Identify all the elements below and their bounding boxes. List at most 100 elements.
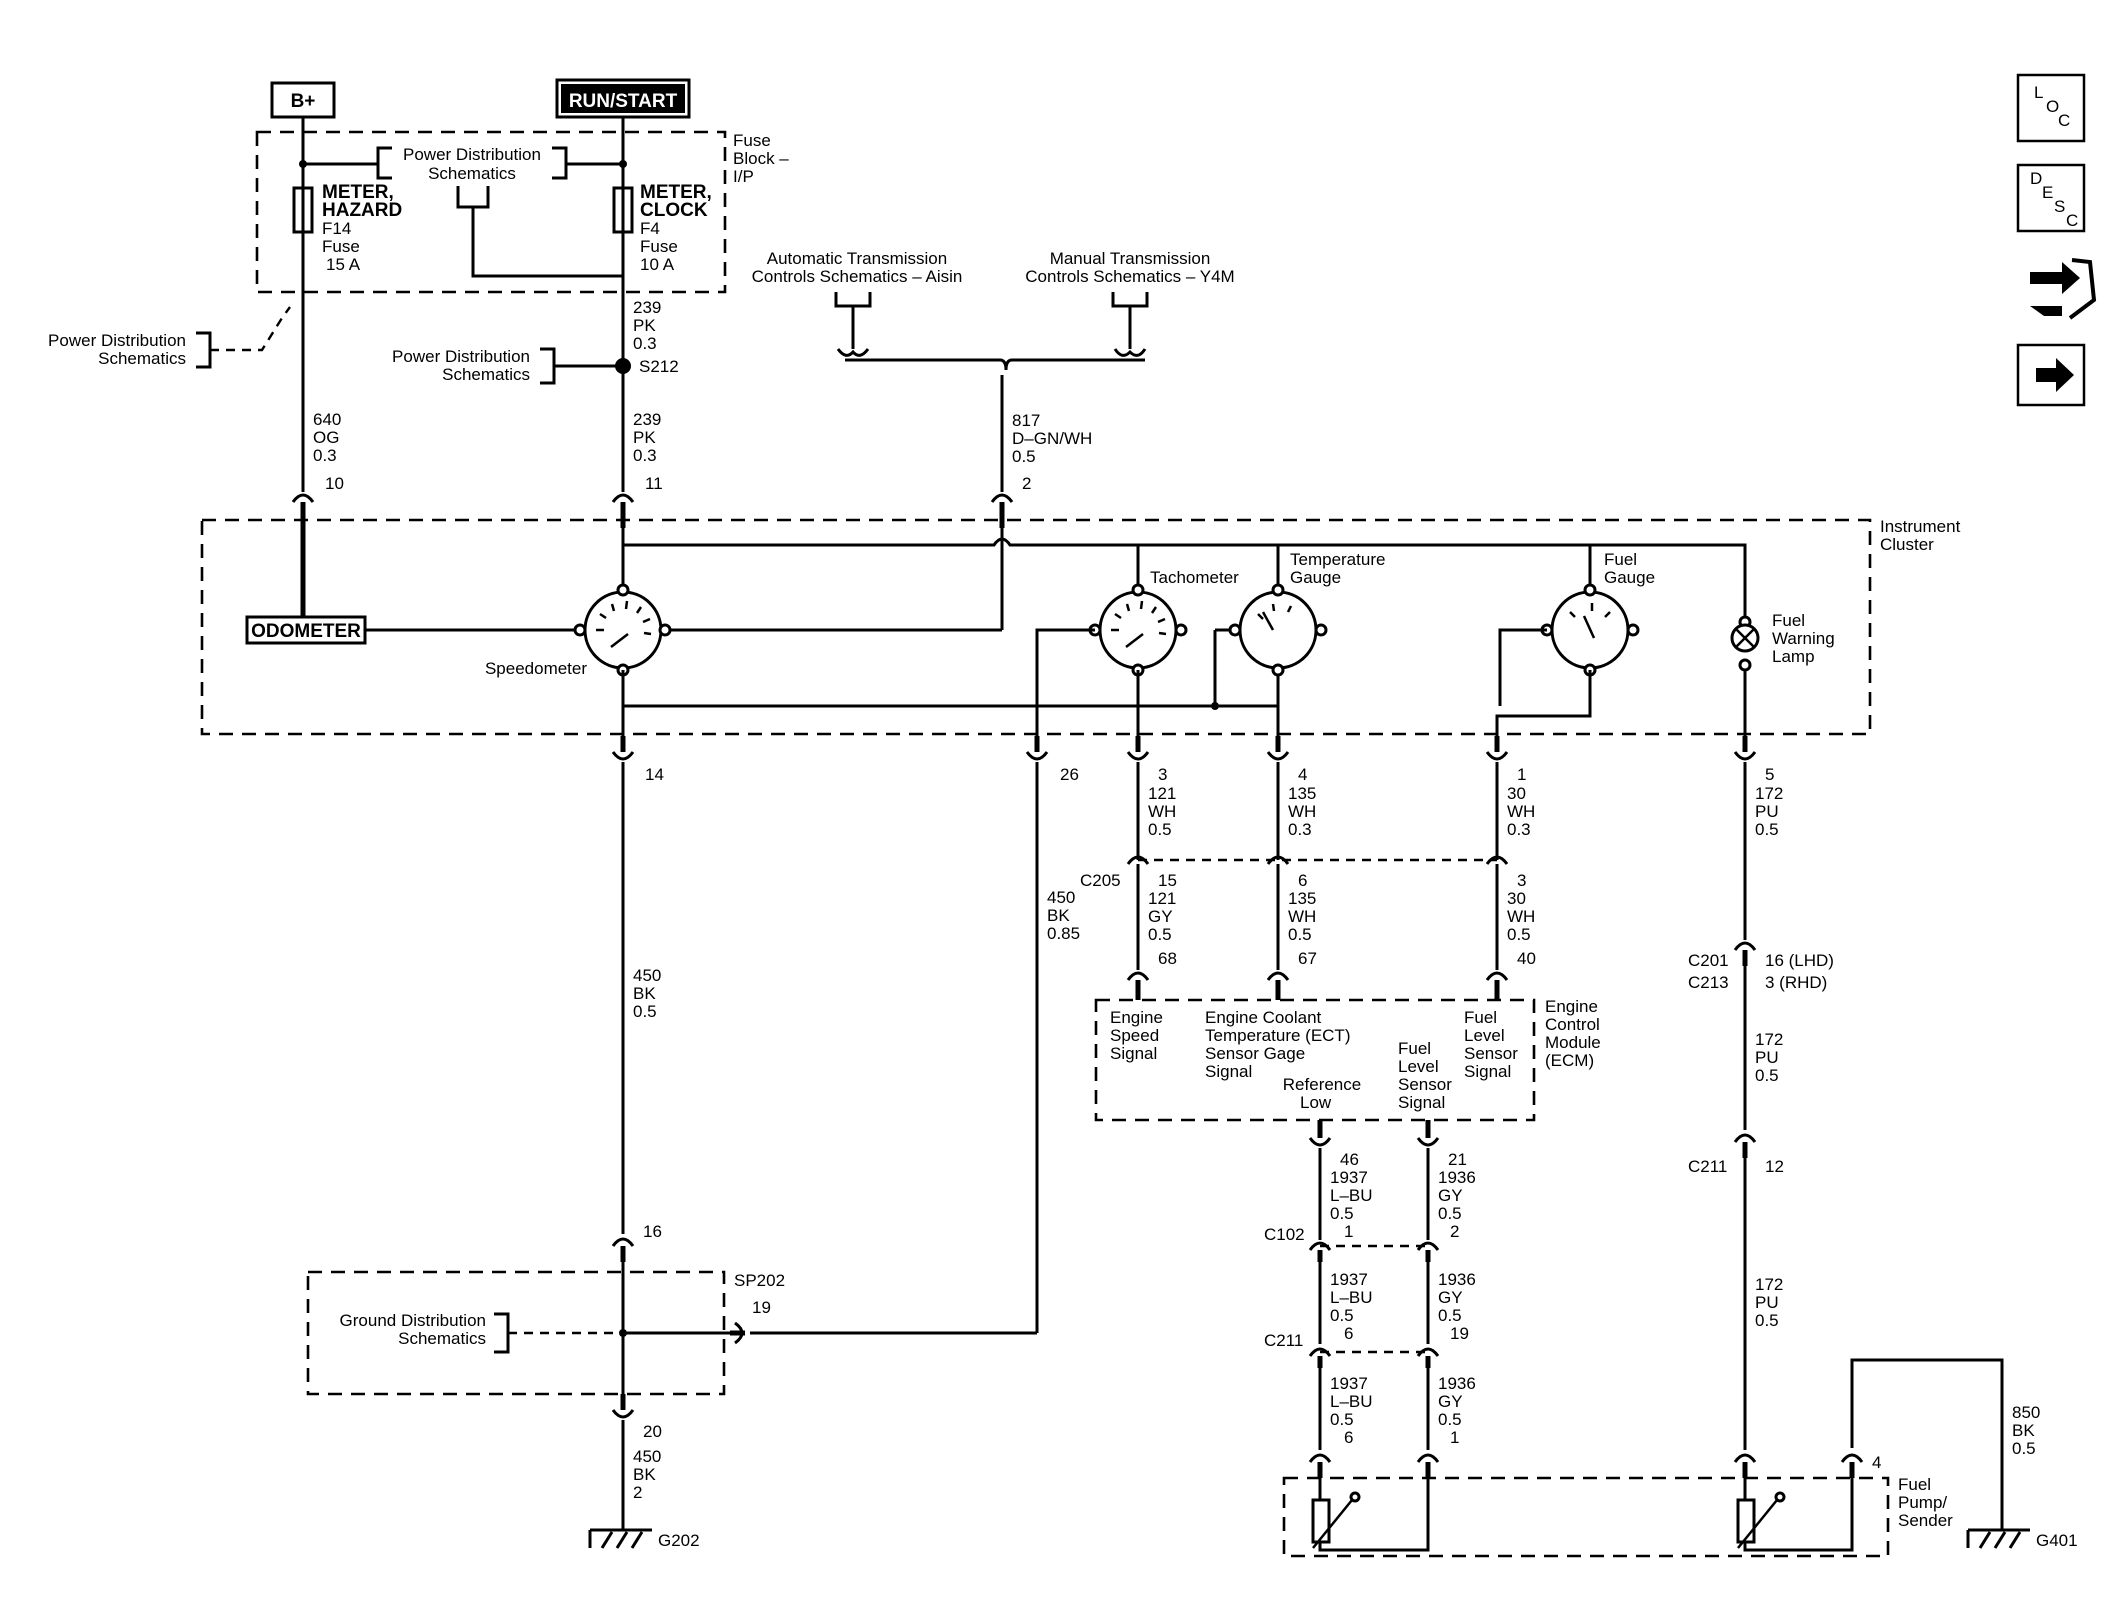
svg-text:19: 19 xyxy=(1450,1324,1469,1343)
wire-817-label: 817 D–GN/WH 0.5 xyxy=(1012,411,1092,466)
svg-text:0.3: 0.3 xyxy=(1288,820,1312,839)
svg-text:Schematics: Schematics xyxy=(442,365,530,384)
svg-text:Sensor: Sensor xyxy=(1398,1075,1452,1094)
svg-text:239: 239 xyxy=(633,298,661,317)
svg-text:0.5: 0.5 xyxy=(1438,1410,1462,1429)
svg-text:0.5: 0.5 xyxy=(1438,1306,1462,1325)
svg-text:11: 11 xyxy=(645,474,663,493)
pds-s212-reference[interactable]: Power Distribution Schematics xyxy=(392,347,623,385)
svg-text:GY: GY xyxy=(1438,1288,1463,1307)
svg-text:C: C xyxy=(2066,211,2078,230)
temperature-gauge: Temperature Gauge xyxy=(1228,550,1385,677)
next-arrow-button[interactable] xyxy=(2016,343,2086,407)
ground-g401: G401 xyxy=(1966,1528,2078,1550)
loc-button[interactable]: L O C xyxy=(2016,73,2086,143)
connector-c205: C205 15 6 3 xyxy=(1080,855,1526,890)
svg-text:4: 4 xyxy=(1872,1453,1881,1472)
svg-text:135: 135 xyxy=(1288,784,1316,803)
svg-text:121: 121 xyxy=(1148,889,1176,908)
svg-text:OG: OG xyxy=(313,428,339,447)
wire-239-bottom-label: 239 PK 0.3 xyxy=(633,410,661,465)
svg-text:C211: C211 xyxy=(1688,1157,1727,1176)
pds-fuse-reference[interactable]: Power Distribution Schematics xyxy=(376,145,623,278)
svg-text:0.5: 0.5 xyxy=(1330,1306,1354,1325)
svg-text:C: C xyxy=(2058,111,2070,130)
svg-text:BK: BK xyxy=(1047,906,1070,925)
svg-text:S: S xyxy=(2054,197,2065,216)
connector-view-button[interactable] xyxy=(2030,258,2097,320)
svg-text:Module: Module xyxy=(1545,1033,1601,1052)
svg-text:0.5: 0.5 xyxy=(1012,447,1036,466)
svg-text:135: 135 xyxy=(1288,889,1316,908)
svg-text:F4: F4 xyxy=(640,219,660,238)
svg-text:Fuel: Fuel xyxy=(1898,1475,1931,1494)
wire-121-gy-label: 121 GY 0.5 xyxy=(1148,889,1176,944)
svg-text:0.5: 0.5 xyxy=(1438,1204,1462,1223)
svg-text:WH: WH xyxy=(1507,802,1535,821)
svg-text:ODOMETER: ODOMETER xyxy=(251,621,361,642)
svg-text:Fuel: Fuel xyxy=(1604,550,1637,569)
wire-135-wh2-label: 135 WH 0.5 xyxy=(1288,889,1316,944)
svg-text:6: 6 xyxy=(1344,1324,1353,1343)
svg-text:19: 19 xyxy=(752,1298,771,1317)
svg-text:GY: GY xyxy=(1438,1186,1463,1205)
svg-text:D–GN/WH: D–GN/WH xyxy=(1012,429,1092,448)
svg-text:5: 5 xyxy=(1765,765,1774,784)
svg-text:Fuel: Fuel xyxy=(1772,611,1805,630)
splice-s212: S212 xyxy=(615,357,679,376)
svg-text:Ground Distribution: Ground Distribution xyxy=(340,1311,486,1330)
wire-450-2-label: 450 BK 2 xyxy=(633,1447,661,1502)
svg-text:Schematics: Schematics xyxy=(398,1329,486,1348)
svg-text:0.5: 0.5 xyxy=(1288,925,1312,944)
svg-text:B+: B+ xyxy=(291,91,316,112)
runstart-source: RUN/START xyxy=(555,78,691,119)
wire-1936-a-label: 1936 GY 0.5 2 xyxy=(1438,1168,1476,1241)
speedometer-gauge: Speedometer xyxy=(485,583,672,678)
svg-text:Low: Low xyxy=(1300,1093,1332,1112)
svg-text:Controls Schematics – Y4M: Controls Schematics – Y4M xyxy=(1025,267,1234,286)
svg-text:26: 26 xyxy=(1060,765,1079,784)
svg-text:3: 3 xyxy=(1517,871,1526,890)
svg-text:1936: 1936 xyxy=(1438,1270,1476,1289)
svg-text:BK: BK xyxy=(633,1465,656,1484)
desc-button[interactable]: D E S C xyxy=(2016,163,2086,233)
svg-text:Sender: Sender xyxy=(1898,1511,1953,1530)
svg-text:0.3: 0.3 xyxy=(313,446,337,465)
svg-text:L–BU: L–BU xyxy=(1330,1186,1373,1205)
svg-text:C211: C211 xyxy=(1264,1331,1303,1350)
svg-text:3: 3 xyxy=(1158,765,1167,784)
svg-text:2: 2 xyxy=(1450,1222,1459,1241)
manual-trans-reference[interactable]: Manual Transmission Controls Schematics … xyxy=(1025,249,1235,349)
svg-text:450: 450 xyxy=(633,1447,661,1466)
wire-450-05-label: 450 BK 0.5 xyxy=(633,966,661,1021)
auto-trans-reference[interactable]: Automatic Transmission Controls Schemati… xyxy=(752,249,963,349)
arrow-right-icon xyxy=(2036,358,2074,392)
svg-text:0.5: 0.5 xyxy=(1755,820,1779,839)
fuel-gauge: Fuel Gauge xyxy=(1540,550,1655,677)
pds-left-reference[interactable]: Power Distribution Schematics xyxy=(48,306,291,369)
svg-text:S212: S212 xyxy=(639,357,679,376)
svg-text:Speed: Speed xyxy=(1110,1026,1159,1045)
svg-text:SP202: SP202 xyxy=(734,1271,785,1290)
svg-text:WH: WH xyxy=(1288,802,1316,821)
svg-text:2: 2 xyxy=(1022,474,1031,493)
svg-text:450: 450 xyxy=(1047,888,1075,907)
svg-text:68: 68 xyxy=(1158,949,1177,968)
svg-text:10 A: 10 A xyxy=(640,255,675,274)
svg-text:Engine Coolant: Engine Coolant xyxy=(1205,1008,1322,1027)
svg-text:15 A: 15 A xyxy=(326,255,361,274)
svg-text:1937: 1937 xyxy=(1330,1168,1368,1187)
svg-text:1937: 1937 xyxy=(1330,1270,1368,1289)
gds-reference[interactable]: Ground Distribution Schematics xyxy=(340,1311,623,1354)
svg-text:6: 6 xyxy=(1344,1428,1353,1447)
wire-121-wh-label: 121 WH 0.5 xyxy=(1148,784,1176,839)
svg-text:Temperature (ECT): Temperature (ECT) xyxy=(1205,1026,1350,1045)
svg-text:GY: GY xyxy=(1438,1392,1463,1411)
svg-text:CLOCK: CLOCK xyxy=(640,200,708,221)
svg-text:6: 6 xyxy=(1298,871,1307,890)
svg-text:Control: Control xyxy=(1545,1015,1600,1034)
svg-text:Engine: Engine xyxy=(1110,1008,1163,1027)
svg-text:Controls Schematics – Aisin: Controls Schematics – Aisin xyxy=(752,267,963,286)
svg-text:Signal: Signal xyxy=(1110,1044,1157,1063)
svg-text:I/P: I/P xyxy=(733,167,754,186)
